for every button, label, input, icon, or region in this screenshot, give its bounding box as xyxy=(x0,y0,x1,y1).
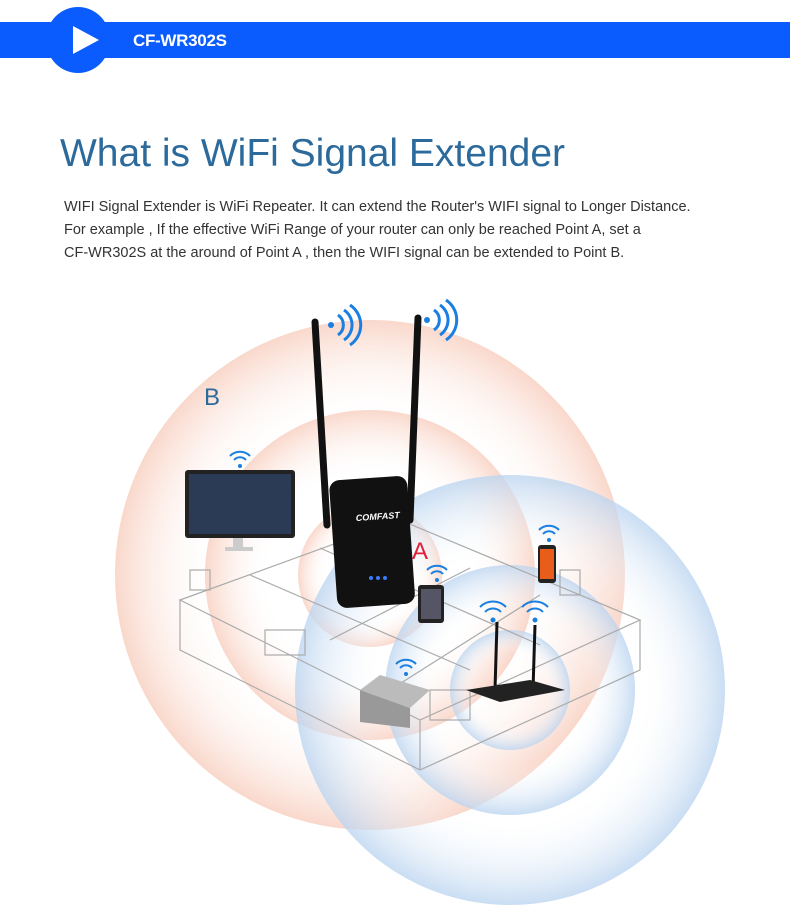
extender-device xyxy=(311,314,422,608)
tablet-device xyxy=(418,585,444,623)
header-banner xyxy=(0,22,790,58)
wifi-signal-icon xyxy=(328,298,459,347)
description: WIFI Signal Extender is WiFi Repeater. I… xyxy=(64,196,764,265)
description-line: CF-WR302S at the around of Point A , the… xyxy=(64,245,625,261)
monitor-device xyxy=(185,470,295,551)
brand-logo: COMFAST xyxy=(355,510,401,523)
page-title: What is WiFi Signal Extender xyxy=(60,132,566,175)
description-line: WIFI Signal Extender is WiFi Repeater. I… xyxy=(64,199,691,215)
wifi-arcs xyxy=(229,450,560,669)
description-line: For example , If the effective WiFi Rang… xyxy=(64,222,641,238)
router-device xyxy=(466,621,565,702)
play-icon xyxy=(73,26,99,54)
extender-diagram: COMFAST xyxy=(115,298,725,905)
model-name: CF-WR302S xyxy=(133,31,227,50)
laptop-device xyxy=(360,675,430,728)
point-b-label: B xyxy=(204,384,221,411)
wifi-icon xyxy=(238,464,551,676)
house-floorplan xyxy=(178,519,642,771)
point-a-label: A xyxy=(412,538,429,565)
phone-device xyxy=(538,545,556,583)
